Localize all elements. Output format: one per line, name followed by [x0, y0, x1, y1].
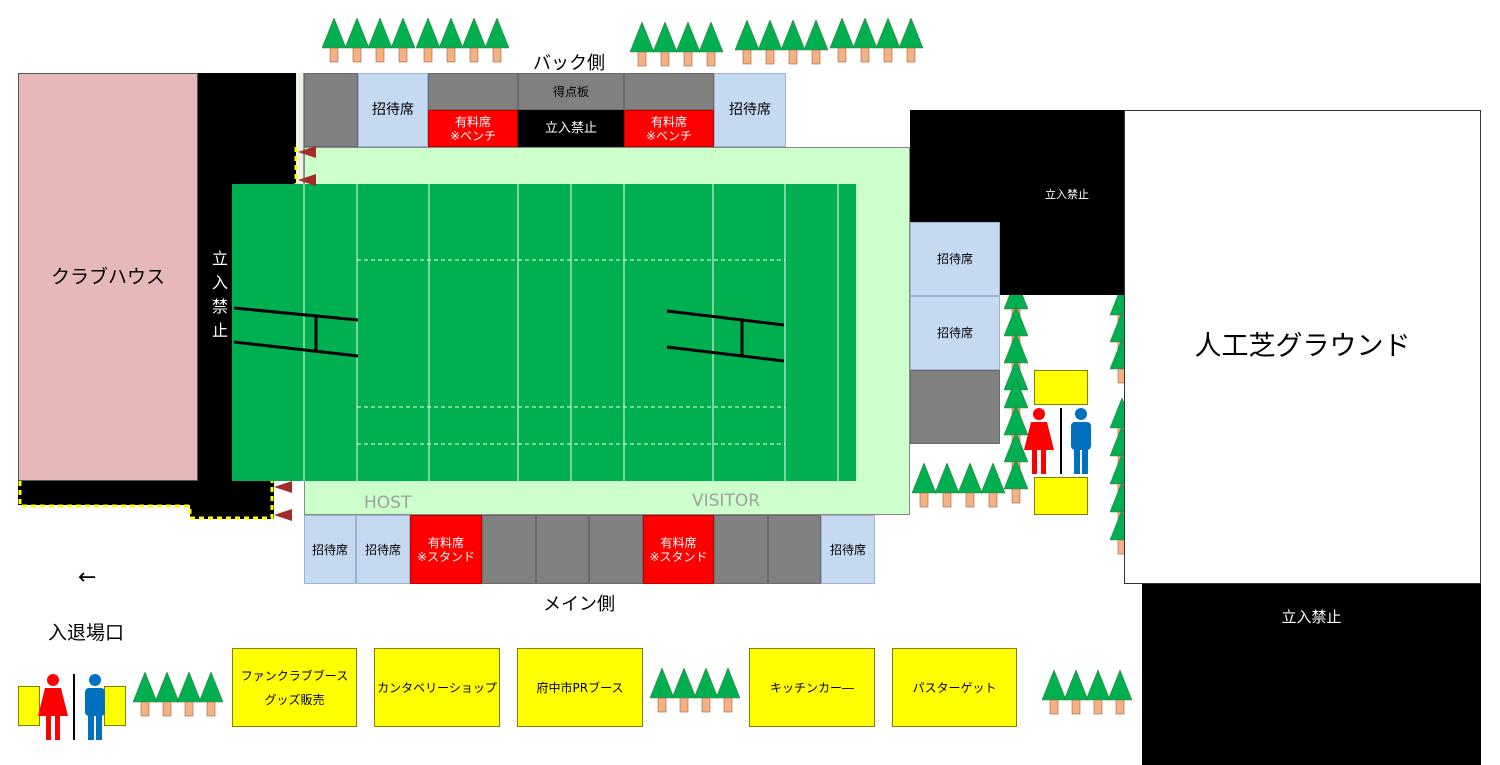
tree-icon	[735, 20, 759, 65]
toilet-male-icon	[1071, 408, 1091, 474]
toilet-block-bottom	[1034, 477, 1088, 515]
tree-icon	[958, 463, 982, 508]
tree-icon	[876, 18, 900, 63]
booth-kitchen-car[interactable]: キッチンカー―	[749, 648, 875, 727]
back-stand-gray-2	[428, 73, 518, 110]
tree-icon	[899, 18, 923, 63]
tree-icon	[804, 20, 828, 65]
main-stand-gray-5	[768, 515, 821, 584]
flag-icon	[298, 174, 316, 186]
tree-icon	[322, 18, 346, 63]
clubhouse: クラブハウス	[18, 73, 198, 481]
main-paid-stand-right[interactable]: 有料席 ※スタンド	[643, 515, 714, 584]
tree-icon	[676, 22, 700, 67]
toilet-divider	[1060, 408, 1062, 474]
tree-icon	[699, 22, 723, 67]
main-stand-gray-1	[482, 515, 536, 584]
right-invite-seat-1[interactable]: 招待席	[910, 222, 1000, 296]
tree-icon	[177, 672, 201, 717]
toilet-divider	[73, 674, 75, 740]
no-entry-bottom-path-step	[190, 481, 274, 519]
main-stand-gray-4	[714, 515, 768, 584]
booth-pass-target[interactable]: パスターゲット	[892, 648, 1017, 727]
tree-icon	[368, 18, 392, 63]
main-invite-seat-2[interactable]: 招待席	[356, 515, 410, 584]
scoreboard: 得点板	[518, 73, 624, 110]
no-entry-bottom-right: 立入禁止	[1142, 584, 1481, 765]
visitor-label: VISITOR	[692, 491, 761, 511]
tree-icon	[439, 18, 463, 63]
barrier-line	[18, 147, 298, 520]
tree-icon	[133, 672, 157, 717]
clubhouse-label: クラブハウス	[50, 266, 165, 288]
tree-icon	[781, 20, 805, 65]
tree-icon	[1086, 670, 1110, 715]
main-paid-stand-left[interactable]: 有料席 ※スタンド	[410, 515, 482, 584]
back-invite-seat-right[interactable]: 招待席	[714, 73, 786, 147]
goal-post-icon	[233, 306, 359, 358]
flag-icon	[298, 146, 316, 158]
tree-icon	[672, 668, 696, 713]
booth-canterbury[interactable]: カンタベリーショップ	[374, 648, 500, 727]
no-entry-vertical-label: 立入禁止	[209, 250, 228, 346]
back-invite-seat-left[interactable]: 招待席	[358, 73, 428, 147]
tree-icon	[653, 22, 677, 67]
main-invite-seat-3[interactable]: 招待席	[821, 515, 875, 584]
main-stand-gray-2	[536, 515, 589, 584]
toilet-female-icon	[38, 674, 68, 740]
entrance-label[interactable]: 入退場口	[48, 622, 125, 644]
back-side-label: バック側	[533, 53, 605, 74]
tree-icon	[416, 18, 440, 63]
tree-icon	[758, 20, 782, 65]
pitch-lines	[303, 184, 839, 481]
toilet-block-top	[1034, 370, 1088, 405]
top-left-gap	[296, 73, 304, 184]
back-stand-gray-3	[624, 73, 714, 110]
main-invite-seat-1[interactable]: 招待席	[304, 515, 356, 584]
tree-icon	[912, 463, 936, 508]
back-paid-bench-right[interactable]: 有料席 ※ベンチ	[624, 110, 714, 147]
back-no-entry: 立入禁止	[518, 110, 624, 147]
tree-icon	[716, 668, 740, 713]
tree-icon	[1064, 670, 1088, 715]
tree-icon	[694, 668, 718, 713]
tree-icon	[391, 18, 415, 63]
rugby-pitch	[232, 184, 856, 481]
toilet-male-icon	[85, 674, 105, 740]
toilet-female-icon	[1024, 408, 1054, 474]
host-label: HOST	[364, 493, 412, 513]
booth-fuchu-pr[interactable]: 府中市PRブース	[517, 648, 643, 727]
entrance-arrow: ←	[78, 565, 97, 590]
tree-icon	[155, 672, 179, 717]
tree-icon	[1108, 670, 1132, 715]
flag-icon	[274, 509, 292, 521]
no-entry-top-left-block	[232, 73, 296, 184]
back-stand-gray-1	[304, 73, 358, 147]
tree-icon	[830, 18, 854, 63]
right-stand-gray	[910, 370, 1000, 444]
tree-icon	[1004, 459, 1028, 504]
tree-icon	[199, 672, 223, 717]
tree-icon	[462, 18, 486, 63]
tree-icon	[485, 18, 509, 63]
right-invite-seat-2[interactable]: 招待席	[910, 296, 1000, 370]
tree-icon	[853, 18, 877, 63]
booth-fanclub[interactable]: ファンクラブブース グッズ販売	[232, 648, 357, 727]
tree-icon	[630, 22, 654, 67]
main-stand-gray-3	[589, 515, 643, 584]
tree-icon	[650, 668, 674, 713]
tree-icon	[935, 463, 959, 508]
flag-icon	[274, 481, 292, 493]
no-entry-right-label: 立入禁止	[1045, 188, 1089, 201]
artificial-turf-ground: 人工芝グラウンド	[1124, 110, 1481, 584]
goal-post-icon	[666, 309, 785, 363]
back-paid-bench-left[interactable]: 有料席 ※ベンチ	[428, 110, 518, 147]
tree-icon	[345, 18, 369, 63]
main-side-label: メイン側	[543, 594, 615, 615]
toilet-left-block-a	[18, 686, 40, 726]
tree-icon	[981, 463, 1005, 508]
tree-icon	[1042, 670, 1066, 715]
no-entry-vertical-strip	[198, 73, 232, 483]
